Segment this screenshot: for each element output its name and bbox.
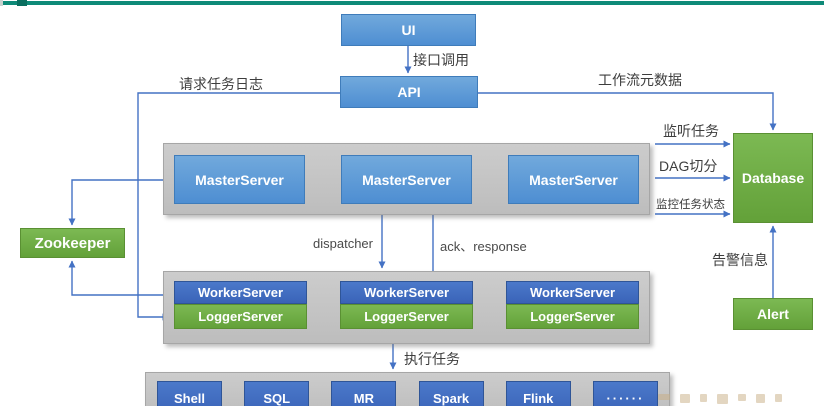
task-label: Shell — [173, 390, 206, 406]
task-node-ellipsis: ······ — [592, 381, 658, 406]
edge-label-alert-info: 告警信息 — [712, 252, 768, 268]
edge-label-monitor-task-status: 监控任务状态 — [656, 199, 725, 211]
worker-server-label: WorkerServer — [197, 285, 284, 300]
database-node-label: Database — [741, 170, 805, 186]
ui-node-label: UI — [401, 22, 416, 38]
zookeeper-node: Zookeeper — [20, 228, 125, 258]
worker-server-node: WorkerServer — [340, 281, 473, 304]
logger-server-node: LoggerServer — [174, 304, 307, 329]
worker-server-node: WorkerServer — [506, 281, 639, 304]
task-label: SQL — [263, 390, 291, 406]
task-node-mr: MR — [331, 381, 397, 406]
worker-logger-pair: WorkerServer LoggerServer — [506, 281, 639, 329]
master-server-node: MasterServer — [174, 155, 305, 204]
edge-label-execute-task: 执行任务 — [404, 351, 460, 367]
worker-logger-pair: WorkerServer LoggerServer — [174, 281, 307, 329]
master-server-label: MasterServer — [529, 171, 618, 188]
master-server-node: MasterServer — [341, 155, 472, 204]
task-label: Flink — [523, 390, 554, 406]
top-accent-bar — [0, 1, 824, 5]
logger-server-label: LoggerServer — [198, 309, 283, 324]
edge-label-workflow-metadata: 工作流元数据 — [598, 72, 682, 88]
top-accent-bar-left-tick — [0, 0, 3, 6]
logger-server-label: LoggerServer — [364, 309, 449, 324]
api-node-label: API — [397, 84, 421, 100]
edge-label-dag-split: DAG切分 — [659, 158, 718, 174]
watermark-fragments — [658, 394, 808, 406]
alert-node: Alert — [733, 298, 813, 330]
task-node-shell: Shell — [157, 381, 222, 406]
edge-label-ack-response: ack、response — [440, 239, 527, 254]
edge-label-request-task-log: 请求任务日志 — [179, 76, 263, 92]
worker-server-group: WorkerServer LoggerServer WorkerServer L… — [163, 271, 650, 344]
edge-label-listen-task: 监听任务 — [663, 123, 719, 139]
worker-server-label: WorkerServer — [363, 285, 450, 300]
task-type-group: Shell SQL MR Spark Flink ······ — [145, 372, 670, 406]
task-node-flink: Flink — [505, 381, 571, 406]
task-node-sql: SQL — [244, 381, 310, 406]
ui-node: UI — [341, 14, 476, 46]
database-node: Database — [733, 133, 813, 223]
master-server-node: MasterServer — [508, 155, 639, 204]
edge-label-dispatcher: dispatcher — [313, 236, 373, 251]
task-label: Spark — [432, 390, 470, 406]
worker-server-node: WorkerServer — [174, 281, 307, 304]
logger-server-node: LoggerServer — [340, 304, 473, 329]
task-node-spark: Spark — [418, 381, 484, 406]
zookeeper-node-label: Zookeeper — [34, 234, 111, 252]
task-label: ······ — [606, 390, 645, 406]
master-server-label: MasterServer — [195, 171, 284, 188]
task-label: MR — [353, 390, 374, 406]
master-server-label: MasterServer — [362, 171, 451, 188]
alert-node-label: Alert — [757, 306, 789, 322]
top-accent-bar-dark-segment — [17, 0, 27, 6]
logger-server-node: LoggerServer — [506, 304, 639, 329]
logger-server-label: LoggerServer — [530, 309, 615, 324]
worker-logger-pair: WorkerServer LoggerServer — [340, 281, 473, 329]
api-node: API — [340, 76, 478, 108]
edge-label-interface-call: 接口调用 — [413, 52, 469, 68]
master-server-group: MasterServer MasterServer MasterServer — [163, 143, 650, 215]
worker-server-label: WorkerServer — [529, 285, 616, 300]
